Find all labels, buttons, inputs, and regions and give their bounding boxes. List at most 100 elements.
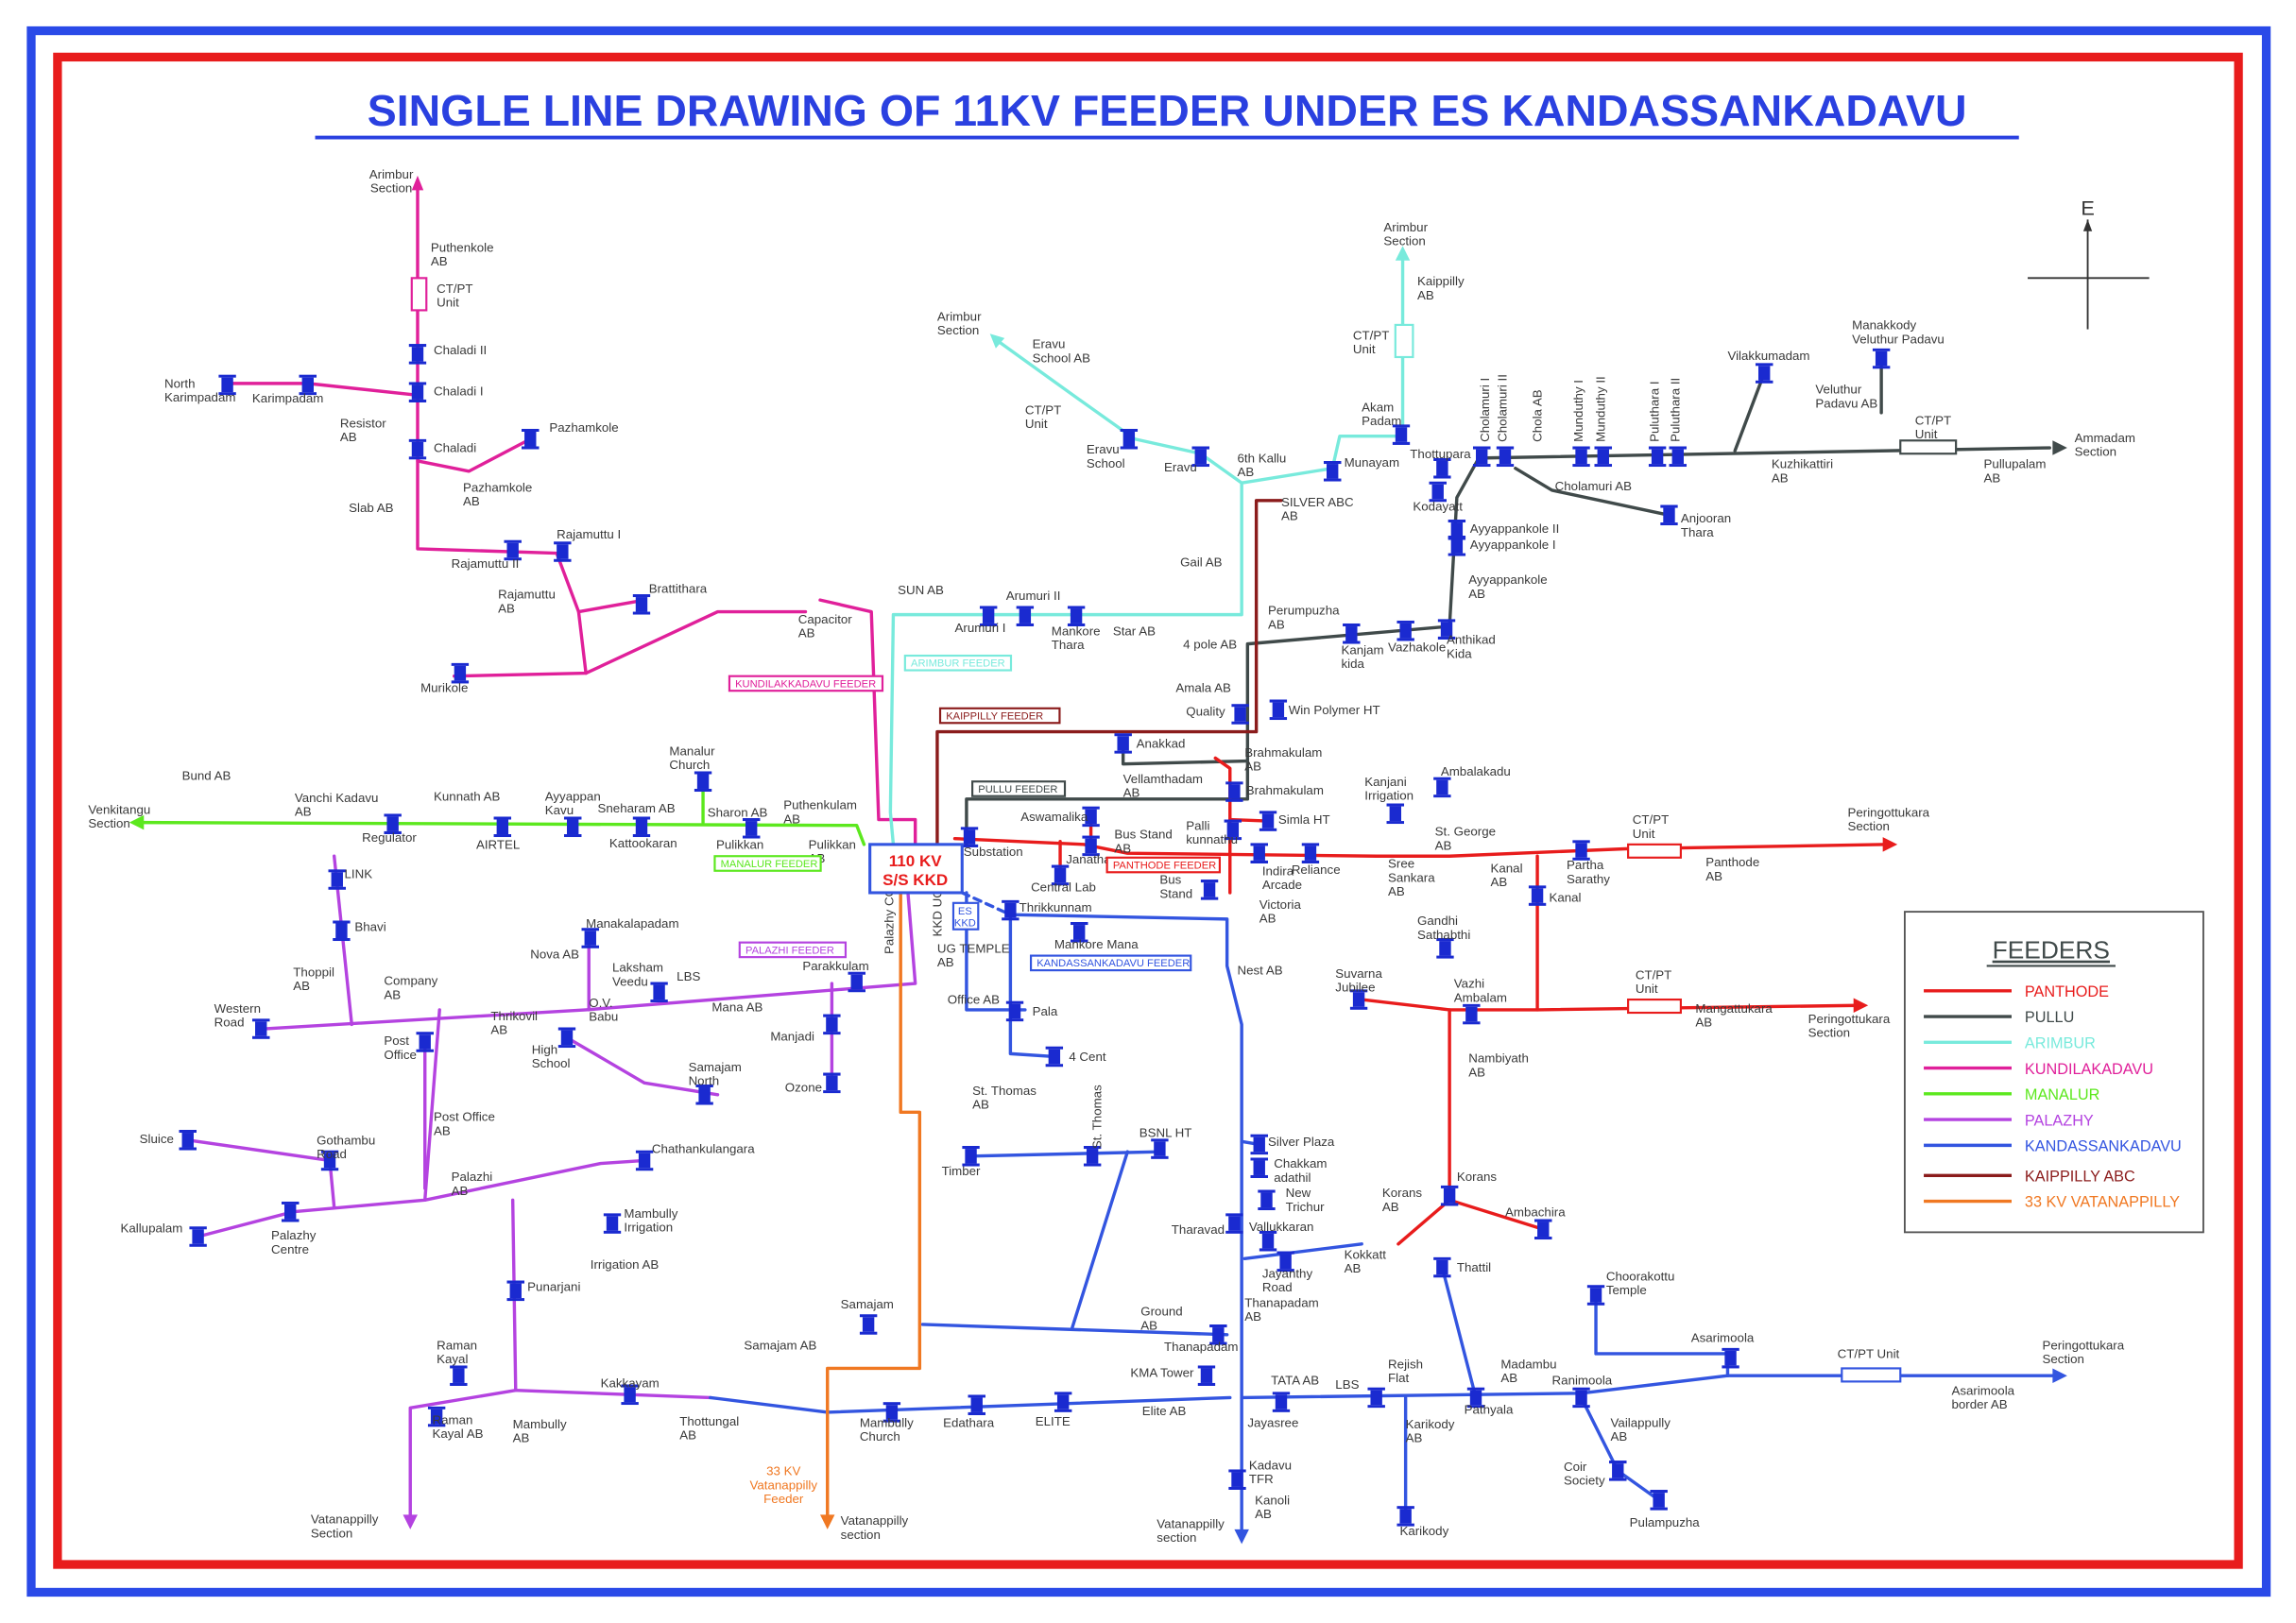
label-munayam: Munayam (1345, 455, 1399, 470)
label-cholamuri2: Cholamuri II (1496, 374, 1510, 442)
label-mana-ab: Mana AB (711, 999, 762, 1014)
transformer-icon[interactable] (1463, 1003, 1481, 1025)
transformer-icon[interactable] (1650, 1490, 1668, 1511)
transformer-icon[interactable] (1272, 1392, 1291, 1412)
transformer-icon[interactable] (1755, 363, 1773, 384)
transformer-icon[interactable] (328, 869, 347, 890)
label-kodayatt: Kodayatt (1413, 500, 1463, 514)
label-pala: Pala (1033, 1004, 1058, 1018)
transformer-icon[interactable] (408, 382, 427, 403)
transformer-icon[interactable] (632, 593, 651, 615)
label-star-ab: Star AB (1113, 624, 1156, 638)
transformer-icon[interactable] (968, 1394, 986, 1416)
label-slab: Slab AB (349, 501, 393, 515)
transformer-icon[interactable] (408, 344, 427, 365)
transformer-icon[interactable] (823, 1014, 841, 1035)
transformer-icon[interactable] (521, 428, 540, 450)
transformer-icon[interactable] (1250, 1157, 1269, 1179)
label-central-lab: Central Lab (1031, 880, 1096, 894)
transformer-icon[interactable] (408, 438, 427, 460)
substation-110kv-kkd[interactable]: 110 KV S/S KKD (868, 843, 964, 895)
feeder-label-text: KANDASSANKADAVU FEEDER (1037, 958, 1190, 969)
feeder-manalur-lines (129, 788, 866, 846)
transformer-icon[interactable] (694, 771, 712, 793)
transformer-icon[interactable] (581, 928, 600, 948)
substation-label-line2: S/S KKD (882, 871, 948, 889)
transformer-icon[interactable] (1648, 446, 1667, 468)
transformer-icon[interactable] (1269, 699, 1288, 721)
feeder-label-text: PANTHODE FEEDER (1113, 860, 1216, 871)
transformer-icon[interactable] (1433, 457, 1451, 479)
transformer-icon[interactable] (506, 1280, 525, 1302)
transformer-icon[interactable] (650, 982, 668, 1003)
transformer-icon[interactable] (1367, 1387, 1385, 1409)
transformer-icon[interactable] (493, 816, 512, 838)
label-link: LINK (345, 866, 373, 880)
transformer-icon[interactable] (1301, 843, 1320, 863)
label-ambachira: Ambachira (1505, 1204, 1566, 1219)
transformer-icon[interactable] (1197, 1365, 1216, 1387)
transformer-icon[interactable] (563, 816, 582, 838)
feeder-label-kaippilly: KAIPPILLY FEEDER (938, 707, 1061, 725)
transformer-icon[interactable] (333, 920, 351, 942)
transformer-icon[interactable] (742, 817, 761, 839)
transformer-icon[interactable] (1586, 1285, 1605, 1306)
transformer-icon[interactable] (1259, 1230, 1277, 1252)
label-reliance: Reliance (1292, 863, 1341, 877)
label-lbs1: LBS (677, 969, 700, 983)
transformer-icon[interactable] (1669, 446, 1688, 468)
feeder-arimbur-lines (888, 246, 1414, 846)
transformer-icon[interactable] (1722, 1347, 1739, 1369)
transformer-icon[interactable] (1228, 1469, 1246, 1491)
transformer-icon[interactable] (632, 816, 651, 838)
transformer-icon[interactable] (1258, 1189, 1276, 1211)
transformer-icon[interactable] (1433, 1256, 1451, 1278)
label-anakkad: Anakkad (1137, 737, 1186, 751)
transformer-icon[interactable] (1151, 1138, 1169, 1159)
label-murikole: Murikole (420, 681, 468, 695)
transformer-icon[interactable] (1083, 1145, 1102, 1167)
label-elite: ELITE (1036, 1414, 1071, 1428)
label-vallukkaran: Vallukkaran (1249, 1220, 1314, 1234)
transformer-icon[interactable] (416, 1032, 435, 1052)
transformer-icon[interactable] (859, 1314, 878, 1335)
label-elite-ab: Elite AB (1142, 1404, 1187, 1418)
transformer-icon[interactable] (450, 1365, 468, 1387)
transformer-icon[interactable] (1528, 885, 1547, 906)
transformer-icon[interactable] (1323, 460, 1342, 482)
transformer-icon[interactable] (1386, 803, 1405, 825)
transformer-icon[interactable] (1572, 1387, 1590, 1409)
label-kanal: Kanal (1549, 890, 1581, 904)
transformer-icon[interactable] (823, 1072, 841, 1094)
transformer-icon[interactable] (1200, 880, 1219, 900)
transformer-icon[interactable] (557, 1027, 576, 1049)
transformer-icon[interactable] (1114, 733, 1132, 754)
legend-label: 33 KV VATANAPPILLY (2025, 1194, 2180, 1211)
compass: E (2028, 196, 2150, 330)
transformer-icon[interactable] (1433, 777, 1451, 798)
transformer-icon[interactable] (603, 1213, 622, 1234)
transformer-icon[interactable] (1608, 1461, 1627, 1481)
transformer-icon[interactable] (1872, 348, 1891, 369)
transformer-icon[interactable] (1534, 1219, 1552, 1240)
